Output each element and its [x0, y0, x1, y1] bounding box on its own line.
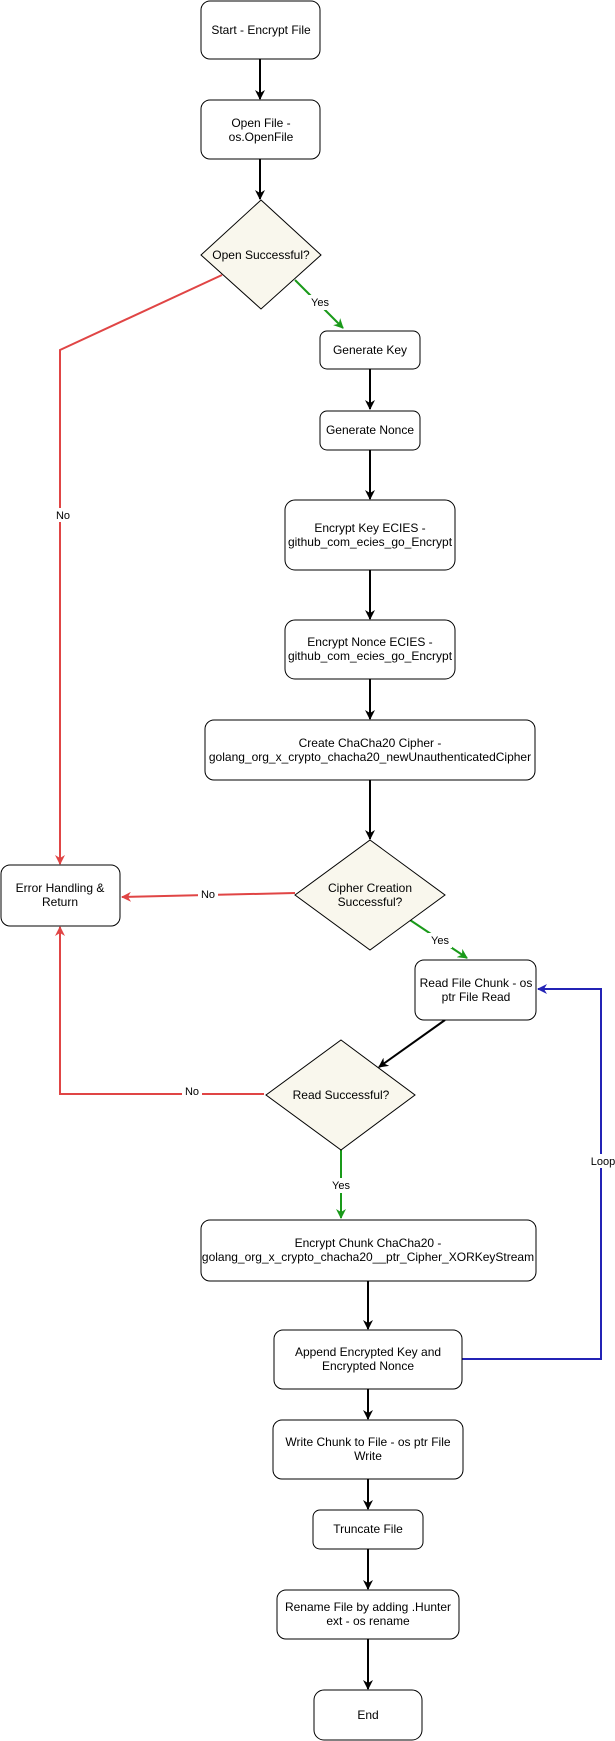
edge-read-chunk-to-decision	[378, 1019, 446, 1068]
node-generate-nonce	[319, 410, 421, 451]
nodes	[0, 0, 537, 1741]
node-label-line: ext - os rename	[326, 1614, 410, 1628]
edge-read-no	[55, 926, 264, 1095]
node-label-line: ptr File Read	[442, 990, 511, 1004]
node-label-line: Rename File by adding .Hunter	[285, 1600, 451, 1614]
node-label-line: Start - Encrypt File	[211, 23, 311, 37]
node-label-line: Read Successful?	[293, 1088, 390, 1102]
edge-label-open-yes: Yes	[311, 297, 329, 309]
node-label-line: os.OpenFile	[229, 130, 294, 144]
node-rename-file	[276, 1589, 460, 1640]
label-encrypt-chunk: Encrypt Chunk ChaCha20 -golang_org_x_cry…	[202, 1236, 534, 1264]
node-label-line: End	[357, 1708, 378, 1722]
label-open-successful: Open Successful?	[212, 248, 310, 262]
node-error-handling	[0, 864, 121, 927]
node-encrypt-chunk	[200, 1219, 537, 1282]
node-encrypt-nonce	[284, 619, 456, 680]
edge-label-open-no: No	[56, 510, 70, 522]
node-label-line: Error Handling &	[16, 881, 105, 895]
node-label-line: Encrypt Key ECIES -	[314, 521, 425, 535]
node-label-line: Write Chunk to File - os ptr File	[285, 1435, 450, 1449]
node-label-line: github_com_ecies_go_Encrypt	[288, 649, 453, 663]
label-end: End	[357, 1708, 378, 1722]
node-label-line: Generate Nonce	[326, 423, 414, 437]
label-encrypt-key: Encrypt Key ECIES -github_com_ecies_go_E…	[288, 521, 453, 549]
node-read-chunk	[414, 959, 537, 1021]
node-label-line: Create ChaCha20 Cipher -	[299, 736, 442, 750]
node-label-line: Generate Key	[333, 343, 407, 357]
node-label-line: Truncate File	[333, 1522, 403, 1536]
node-label-line: Encrypt Nonce ECIES -	[307, 635, 432, 649]
label-open-file: Open File -os.OpenFile	[229, 116, 294, 144]
node-label-line: golang_org_x_crypto_chacha20__ptr_Cipher…	[202, 1250, 534, 1264]
node-append-key-nonce	[273, 1329, 463, 1390]
node-truncate-file	[312, 1509, 424, 1550]
label-create-cipher: Create ChaCha20 Cipher -golang_org_x_cry…	[209, 736, 531, 764]
label-error-handling: Error Handling &Return	[16, 881, 105, 909]
edge-label-read-no: No	[185, 1086, 199, 1098]
node-label-line: Encrypted Nonce	[322, 1359, 414, 1373]
label-truncate-file: Truncate File	[333, 1522, 403, 1536]
node-open-successful	[200, 199, 322, 310]
edge-loop	[462, 984, 602, 1360]
node-label-line: golang_org_x_crypto_chacha20_newUnauthen…	[209, 750, 531, 764]
label-read-successful: Read Successful?	[293, 1088, 390, 1102]
node-label-line: github_com_ecies_go_Encrypt	[288, 535, 453, 549]
edge-label-loop: Loop	[591, 1156, 615, 1168]
label-encrypt-nonce: Encrypt Nonce ECIES -github_com_ecies_go…	[288, 635, 453, 663]
node-labels: Start - Encrypt File Open File -os.OpenF…	[16, 23, 534, 1722]
edge-open-no	[55, 274, 223, 865]
node-create-cipher	[204, 719, 536, 781]
edge-labels: Yes No No Yes No Yes Loop	[54, 295, 615, 1193]
node-label-line: Encrypt Chunk ChaCha20 -	[295, 1236, 442, 1250]
node-encrypt-key	[284, 499, 456, 571]
node-label-line: Cipher Creation	[328, 881, 412, 895]
node-label-line: Return	[42, 895, 78, 909]
node-label-line: Open Successful?	[212, 248, 310, 262]
node-label-line: Successful?	[338, 895, 403, 909]
edge-label-read-yes: Yes	[332, 1180, 350, 1192]
label-start: Start - Encrypt File	[211, 23, 311, 37]
node-generate-key	[319, 330, 421, 370]
edge-label-cipher-no: No	[201, 889, 215, 901]
node-cipher-successful	[294, 839, 446, 951]
node-label-line: Write	[354, 1449, 382, 1463]
node-write-chunk	[272, 1419, 464, 1480]
node-read-successful	[265, 1039, 416, 1151]
node-end	[313, 1689, 423, 1741]
node-start	[200, 0, 321, 60]
label-generate-nonce: Generate Nonce	[326, 423, 414, 437]
node-label-line: Open File -	[231, 116, 290, 130]
node-label-line: Read File Chunk - os	[420, 976, 533, 990]
label-generate-key: Generate Key	[333, 343, 407, 357]
edge-label-cipher-yes: Yes	[431, 935, 449, 947]
node-label-line: Append Encrypted Key and	[295, 1345, 441, 1359]
node-open-file	[200, 99, 321, 160]
